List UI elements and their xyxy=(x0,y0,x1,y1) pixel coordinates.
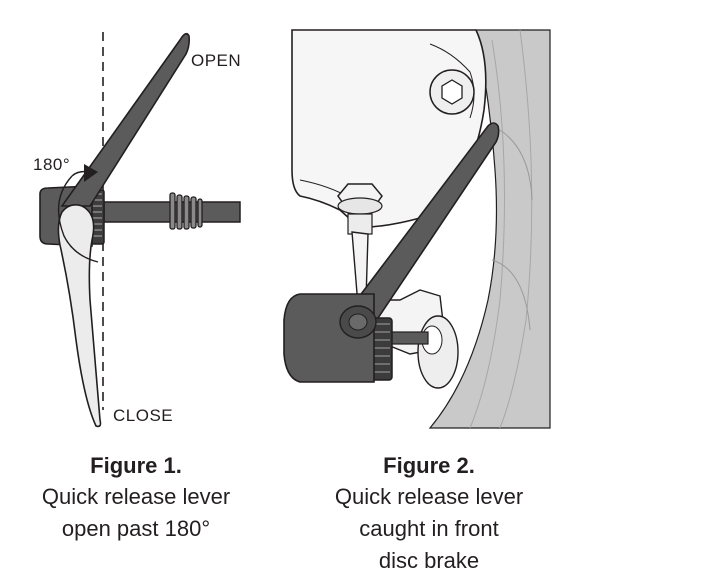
skewer-spring xyxy=(169,192,203,230)
figure-1-caption-line: Quick release lever xyxy=(41,484,231,509)
figure-2-caption-line: disc brake xyxy=(378,548,480,573)
rotation-arc-arrow xyxy=(57,175,99,263)
label-open: OPEN xyxy=(191,51,242,70)
label-close: CLOSE xyxy=(113,406,174,425)
figure-2-caption-line: Quick release lever xyxy=(334,484,524,509)
figure-2-illustration xyxy=(283,29,551,429)
figure-1-title: Figure 1. xyxy=(90,453,182,478)
figure-1-illustration xyxy=(39,32,241,428)
label-angle: 180° xyxy=(33,155,71,174)
figure-2-caption: Figure 2. Quick release lever caught in … xyxy=(308,450,550,577)
disc-rotor xyxy=(428,29,551,429)
arc-arrowhead xyxy=(84,164,98,182)
lever-open-position xyxy=(60,32,190,207)
mount-hex-bolt xyxy=(337,183,383,235)
figure-2-title: Figure 2. xyxy=(383,453,475,478)
qr-lever-arm xyxy=(338,122,500,338)
figure-1-caption: Figure 1. Quick release lever open past … xyxy=(20,450,252,545)
figure-2-caption-line: caught in front xyxy=(359,516,499,541)
figure-1-caption-line: open past 180° xyxy=(61,516,211,541)
hub-axle-nut xyxy=(417,315,459,389)
lever-closed-position xyxy=(57,204,102,428)
